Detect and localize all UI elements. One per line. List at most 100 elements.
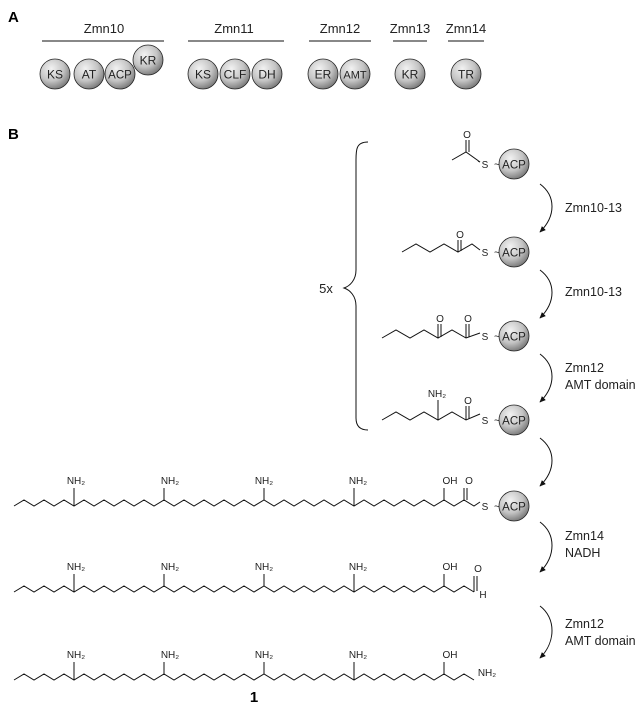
svg-text:O: O [463,130,471,141]
domain-dh-zmn11: DH [251,58,283,90]
svg-text:NH₂: NH₂ [161,650,179,661]
step-label-1: Zmn10-13 [565,201,622,215]
step-label-6a: Zmn12 [565,617,604,631]
svg-text:NH₂: NH₂ [161,476,179,487]
intermediate-hexanoyl-acp: O S ~ [401,230,500,259]
svg-text:S: S [482,416,489,427]
svg-text:O: O [456,230,464,241]
intermediate-acetyl-acp: O S ~ [451,130,500,171]
acp-ball-3: ACP [498,320,530,352]
protein-zmn13: Zmn13 [390,21,430,42]
intermediate-aminoacyl-acp: NH₂ O S ~ [381,389,500,427]
step-label-5b: NADH [565,546,600,560]
protein-zmn14: Zmn14 [446,21,486,42]
domain-kr-zmn10: KR [132,44,164,76]
svg-text:~: ~ [494,331,500,343]
svg-text:NH₂: NH₂ [255,476,273,487]
step-arrow-6: Zmn12 AMT domain [539,605,636,659]
acp-ball-5: ACP [498,490,530,522]
svg-text:NH₂: NH₂ [478,668,496,679]
svg-text:ACP: ACP [502,248,526,260]
svg-text:KS: KS [195,68,211,82]
protein-name: Zmn12 [320,21,360,36]
svg-text:NH₂: NH₂ [349,476,367,487]
svg-text:~: ~ [494,415,500,427]
domain-amt-zmn12: AMT [339,58,371,90]
svg-text:~: ~ [494,159,500,171]
svg-text:S: S [482,332,489,343]
svg-text:KS: KS [47,68,63,82]
protein-name: Zmn14 [446,21,486,36]
intermediate-ketoacyl-acp: O O S ~ [381,314,500,343]
acp-ball-1: ACP [498,148,530,180]
domain-tr-zmn14: TR [450,58,482,90]
step-label-3a: Zmn12 [565,361,604,375]
svg-text:DH: DH [258,68,275,82]
domain-ks-zmn10: KS [39,58,71,90]
repeat-label: 5x [319,281,333,296]
svg-text:ACP: ACP [502,160,526,172]
protein-zmn11: Zmn11 [188,21,284,42]
repeat-brace [342,141,369,431]
step-label-3b: AMT domain [565,378,636,392]
protein-zmn10: Zmn10 [42,21,164,42]
svg-text:NH₂: NH₂ [349,562,367,573]
protein-zmn12: Zmn12 [309,21,371,42]
step-arrow-2: Zmn10-13 [539,269,622,319]
product-1-structure: NH₂ NH₂ NH₂ NH₂ OH NH₂ [13,650,496,681]
svg-text:ACP: ACP [502,416,526,428]
svg-text:S: S [482,502,489,513]
svg-text:NH₂: NH₂ [255,650,273,661]
svg-text:O: O [464,314,472,325]
polyamine-chain-acp: NH₂ NH₂ NH₂ NH₂ OH O S ~ [13,476,500,513]
svg-text:O: O [464,396,472,407]
svg-text:NH₂: NH₂ [428,389,446,400]
svg-text:AMT: AMT [343,70,367,82]
svg-text:NH₂: NH₂ [67,650,85,661]
svg-text:ACP: ACP [108,70,132,82]
svg-text:NH₂: NH₂ [67,562,85,573]
svg-text:H: H [479,590,486,601]
svg-text:CLF: CLF [224,68,247,82]
domain-at-zmn10: AT [73,58,105,90]
domain-er-zmn12: ER [307,58,339,90]
svg-text:ACP: ACP [502,332,526,344]
svg-text:~: ~ [494,247,500,259]
domain-ks-zmn11: KS [187,58,219,90]
acp-ball-2: ACP [498,236,530,268]
protein-name: Zmn13 [390,21,430,36]
svg-text:AT: AT [82,68,97,82]
svg-text:NH₂: NH₂ [161,562,179,573]
acp-ball-4: ACP [498,404,530,436]
step-arrow-1: Zmn10-13 [539,183,622,233]
step-arrow-4 [539,437,553,487]
panel-b-label: B [8,126,19,143]
protein-name: Zmn10 [84,21,124,36]
protein-name: Zmn11 [214,21,254,36]
svg-text:OH: OH [443,562,458,573]
panel-a-label: A [8,9,19,26]
svg-text:NH₂: NH₂ [349,650,367,661]
svg-text:OH: OH [443,476,458,487]
product-number: 1 [250,689,258,706]
svg-text:O: O [465,476,473,487]
step-label-6b: AMT domain [565,634,636,648]
svg-text:~: ~ [494,501,500,513]
step-label-5a: Zmn14 [565,529,604,543]
svg-text:S: S [482,160,489,171]
svg-text:KR: KR [402,68,419,82]
svg-text:NH₂: NH₂ [255,562,273,573]
svg-text:TR: TR [458,68,474,82]
svg-text:ER: ER [315,68,332,82]
svg-text:OH: OH [443,650,458,661]
polyamine-chain-aldehyde: NH₂ NH₂ NH₂ NH₂ OH O H [13,562,487,601]
svg-text:S: S [482,248,489,259]
step-arrow-3: Zmn12 AMT domain [539,353,636,403]
svg-text:NH₂: NH₂ [67,476,85,487]
domain-clf-zmn11: CLF [219,58,251,90]
domain-acp-zmn10: ACP [104,58,136,90]
svg-text:KR: KR [140,54,157,68]
step-label-2: Zmn10-13 [565,285,622,299]
svg-text:ACP: ACP [502,502,526,514]
